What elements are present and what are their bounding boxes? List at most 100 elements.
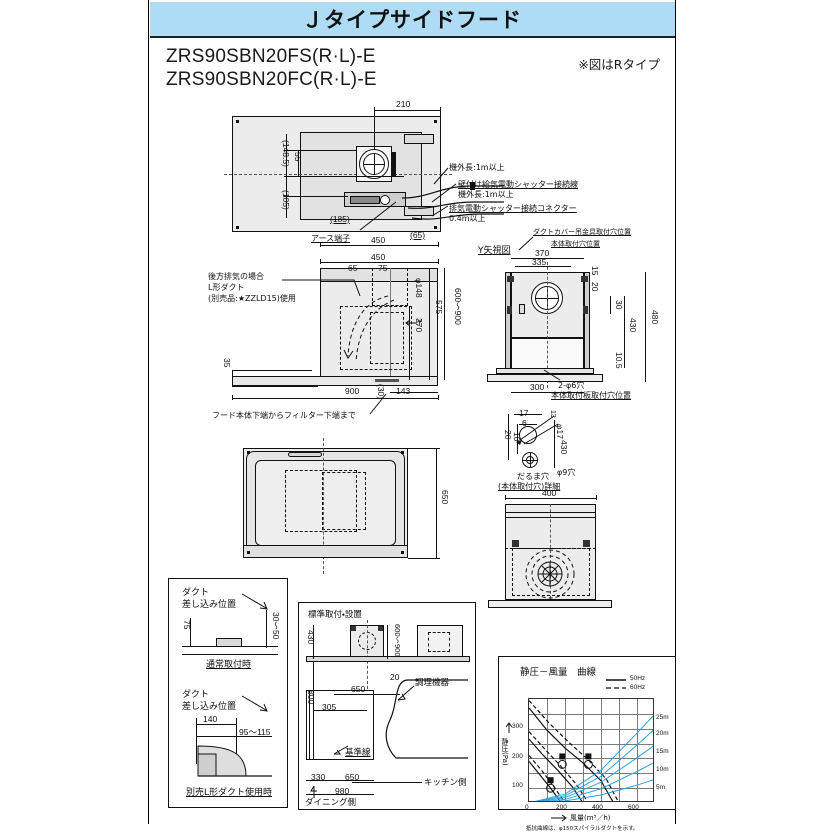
shutter-motor: [350, 196, 380, 204]
dim-line-30f: [610, 296, 611, 314]
dim-370: 370: [414, 318, 424, 333]
callout-mount-plate-holes: 本体取付板取付穴位置: [551, 391, 631, 400]
install-dim-980: 980: [335, 786, 350, 796]
dim-30: (30): [376, 384, 386, 400]
dim-line-430f: [624, 296, 625, 368]
shutter-knob: [380, 195, 390, 205]
gridline-h: [529, 744, 653, 745]
dim-30-front: 30: [614, 300, 624, 310]
dim-185: (185): [330, 214, 350, 224]
bolt-br: [434, 226, 437, 229]
install-dim-650b: 650: [345, 772, 360, 782]
dim-tick: [596, 495, 597, 500]
dim-143: 143: [396, 386, 411, 396]
dim-tick: [438, 259, 439, 264]
dim-line-480: [645, 272, 646, 382]
operating-point-marker: [584, 760, 592, 768]
duct-dimline-140: [196, 724, 236, 725]
dim-line-143: [390, 392, 438, 393]
chart-series-抵抗25m: [529, 714, 654, 802]
gridline-v: [583, 699, 584, 801]
label-duct-length-2: 機外長:1m以上: [458, 190, 514, 199]
hood-handle: [288, 452, 322, 457]
install-dim-650a: 650: [351, 684, 366, 694]
chart-curves: [529, 699, 654, 802]
dim-tick: [374, 107, 375, 112]
duct-leader-1: [241, 593, 268, 610]
chart-title: 静圧－風量 曲線: [520, 667, 597, 678]
install-hood-lug-r: [378, 626, 383, 631]
install-dimline-800: [313, 662, 314, 760]
duct-collar-1: [216, 638, 242, 647]
gridline-v: [601, 699, 602, 801]
gridline-h: [529, 729, 653, 730]
label-rear-exhaust-1: 後方排気の場合: [208, 272, 264, 281]
chart-series-抵抗5m: [529, 779, 654, 802]
install-cooktop-counter: [385, 679, 468, 759]
dim-line-17: [514, 414, 542, 415]
install-dimline-650a: [334, 694, 400, 695]
dim-tick: [438, 242, 439, 247]
dim-480: 480: [650, 310, 660, 325]
side-filter-slots: [375, 379, 399, 382]
dim-line-20: [508, 414, 509, 460]
chart-series-60Hz-弱: [529, 755, 565, 802]
dim-ext-210b: [440, 110, 441, 136]
gridline-v: [565, 699, 566, 801]
gridline-h: [529, 773, 653, 774]
dim-line-6: [519, 424, 537, 425]
operating-point-label-弱: [547, 777, 554, 784]
hood-bottom-rail: [243, 545, 408, 558]
dim-line-400: [505, 498, 596, 499]
ext-line-a: [284, 150, 356, 151]
dim-line-450b: [320, 262, 438, 263]
side-filter-bar: [232, 376, 438, 386]
reference-leader: [333, 745, 349, 755]
dim-line-55: [298, 150, 299, 176]
duct-leader-2: [241, 695, 268, 712]
xtick-600: 600: [628, 804, 639, 811]
front-base: [487, 374, 603, 382]
install-dim-800: 800: [306, 690, 316, 705]
hood-dashed-inner2: [322, 472, 366, 530]
install-dimline-305: [313, 710, 367, 711]
resistance-label-10m: 10m: [656, 766, 669, 773]
callout-duct-cover-holes: ダクトカバー吊金具取付穴位置: [533, 228, 631, 236]
dim-line-650-main: [436, 448, 437, 558]
install-dim-600-900: 600～900: [393, 624, 402, 657]
dim-tick: [440, 107, 441, 112]
dim-tick: [232, 395, 233, 400]
duct-dim-75: 75: [182, 620, 192, 630]
dim-line-210: [374, 110, 440, 111]
lug-ml: [507, 306, 512, 314]
install-label-reference: 基準線: [345, 748, 371, 758]
duct-dimline-30-50: [266, 610, 267, 648]
install-dim-330: 330: [311, 772, 326, 782]
install-cabinet-dashed: [428, 632, 450, 652]
dim-line-600-900: [444, 268, 445, 380]
collar-crosshair-h: [363, 164, 385, 165]
hood-centerline: [323, 438, 324, 574]
dim-line-335: [515, 266, 571, 267]
install-dim-305: 305: [322, 702, 337, 712]
ytick-100: 100: [512, 782, 523, 789]
y-axis-arrow: [505, 722, 513, 733]
install-dimline-430: [313, 625, 314, 659]
dim-ext-210a: [374, 110, 375, 150]
dim-tick: [505, 495, 506, 500]
resistance-label-5m: 5m: [656, 784, 666, 791]
install-dimline-980: [306, 794, 374, 795]
install-dining-edge: [309, 690, 310, 760]
install-dim-20: 20: [390, 672, 400, 682]
front-view-title: Y矢視図: [478, 246, 511, 256]
dim-line-148-5: [286, 134, 287, 176]
dining-leader: [310, 785, 317, 798]
dim-430-hole: 430: [559, 440, 569, 455]
side-duct-center: [390, 268, 391, 380]
install-dimline-330: [306, 780, 374, 781]
dim-15: 15: [590, 266, 600, 276]
dim-13: 13: [549, 410, 556, 418]
xtick-200: 200: [556, 804, 567, 811]
resistance-label-25m: 25m: [656, 714, 669, 721]
